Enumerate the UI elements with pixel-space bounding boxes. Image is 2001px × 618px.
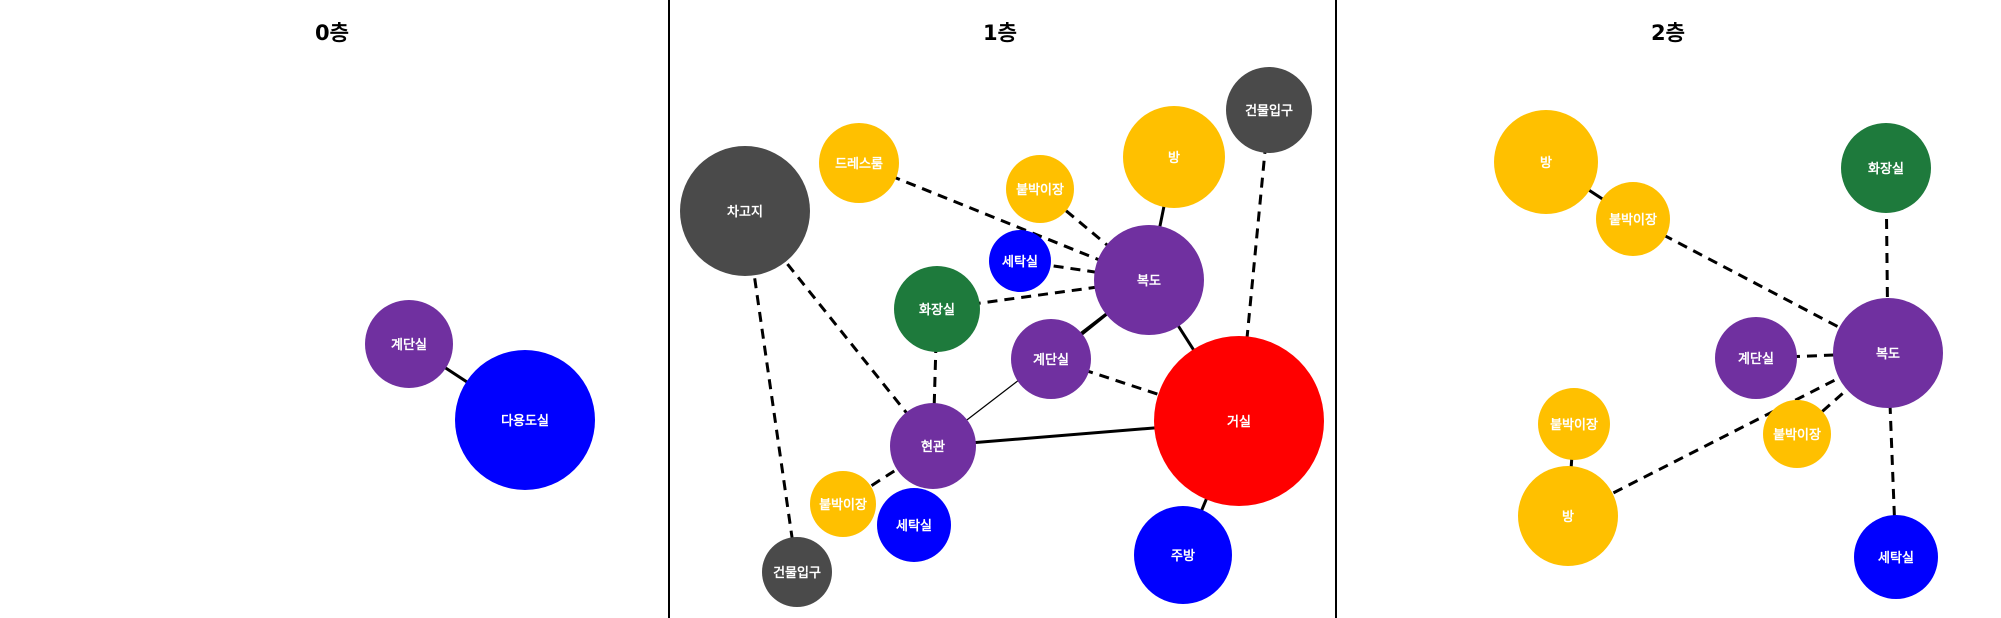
- node-circle-stair: [1715, 317, 1797, 399]
- node-toilet: 화장실: [1841, 123, 1931, 213]
- node-label-dress: 드레스룸: [835, 156, 883, 172]
- node-room: 방: [1123, 106, 1225, 208]
- node-circle-closet-left: [1538, 388, 1610, 460]
- node-room-top: 방: [1494, 110, 1598, 214]
- node-entrance-top: 건물입구: [1226, 67, 1312, 153]
- node-label-foyer: 현관: [921, 439, 945, 455]
- node-circle-laundry-top: [989, 230, 1051, 292]
- node-label-stair: 계단실: [1738, 351, 1774, 367]
- node-circle-dress: [819, 123, 899, 203]
- node-label-entrance-top: 건물입구: [1245, 103, 1293, 119]
- node-circle-stair: [365, 300, 453, 388]
- node-toilet: 화장실: [894, 266, 980, 352]
- node-stair: 계단실: [1715, 317, 1797, 399]
- node-label-multi: 다용도실: [501, 413, 549, 429]
- node-label-hall: 복도: [1137, 274, 1161, 289]
- node-label-living: 거실: [1227, 414, 1251, 430]
- node-hall: 복도: [1094, 225, 1204, 335]
- node-foyer: 현관: [890, 403, 976, 489]
- panel-title-floor-2: 2층: [1651, 21, 1685, 45]
- node-circle-foyer: [890, 403, 976, 489]
- node-closet2: 붙박이장: [810, 471, 876, 537]
- node-laundry-bottom: 세탁실: [877, 488, 951, 562]
- node-closet-mid: 붙박이장: [1763, 400, 1831, 468]
- node-room-bottom: 방: [1518, 466, 1618, 566]
- node-circle-hall: [1833, 298, 1943, 408]
- node-label-hall: 복도: [1876, 347, 1900, 362]
- node-stair: 계단실: [365, 300, 453, 388]
- node-circle-toilet: [894, 266, 980, 352]
- node-label-room-bottom: 방: [1562, 509, 1574, 525]
- node-label-stair: 계단실: [391, 337, 427, 353]
- node-kitchen: 주방: [1134, 506, 1232, 604]
- node-circle-living: [1154, 336, 1324, 506]
- node-circle-closet-mid: [1763, 400, 1831, 468]
- node-label-laundry-bottom: 세탁실: [896, 518, 932, 534]
- node-circle-closet2: [810, 471, 876, 537]
- panel-title-floor-0: 0층: [315, 21, 349, 45]
- node-circle-multi: [455, 350, 595, 490]
- node-circle-closet1: [1006, 155, 1074, 223]
- node-label-room-top: 방: [1540, 155, 1552, 171]
- node-circle-laundry: [1854, 515, 1938, 599]
- node-circle-hall: [1094, 225, 1204, 335]
- node-label-room: 방: [1168, 150, 1180, 166]
- node-closet-left: 붙박이장: [1538, 388, 1610, 460]
- node-label-laundry: 세탁실: [1878, 550, 1914, 566]
- node-circle-garage: [680, 146, 810, 276]
- node-circle-closet-top: [1596, 182, 1670, 256]
- edge-room-bottom-hall: [1567, 351, 1889, 518]
- node-circle-room-bottom: [1518, 466, 1618, 566]
- node-layer-floor-1: 차고지드레스룸붙박이장방건물입구세탁실복도화장실계단실거실현관붙박이장세탁실건물…: [680, 67, 1324, 607]
- node-label-closet-left: 붙박이장: [1550, 417, 1598, 433]
- node-multi: 다용도실: [455, 350, 595, 490]
- node-closet1: 붙박이장: [1006, 155, 1074, 223]
- node-label-stair: 계단실: [1033, 352, 1069, 368]
- node-garage: 차고지: [680, 146, 810, 276]
- node-label-toilet: 화장실: [1868, 161, 1904, 177]
- node-circle-entrance-bottom: [762, 537, 832, 607]
- panel-floor-1: 1층 차고지드레스룸붙박이장방건물입구세탁실복도화장실계단실거실현관붙박이장세탁…: [680, 21, 1324, 607]
- node-hall: 복도: [1833, 298, 1943, 408]
- node-label-closet-mid: 붙박이장: [1773, 427, 1821, 443]
- node-label-toilet: 화장실: [919, 302, 955, 318]
- node-dress: 드레스룸: [819, 123, 899, 203]
- node-label-garage: 차고지: [727, 204, 763, 220]
- node-label-closet1: 붙박이장: [1016, 182, 1064, 198]
- node-label-laundry-top: 세탁실: [1002, 254, 1038, 270]
- node-circle-toilet: [1841, 123, 1931, 213]
- node-circle-room-top: [1494, 110, 1598, 214]
- node-circle-stair: [1011, 319, 1091, 399]
- node-label-kitchen: 주방: [1171, 548, 1195, 564]
- node-laundry: 세탁실: [1854, 515, 1938, 599]
- node-circle-laundry-bottom: [877, 488, 951, 562]
- node-stair: 계단실: [1011, 319, 1091, 399]
- panel-title-floor-1: 1층: [983, 21, 1017, 45]
- node-circle-entrance-top: [1226, 67, 1312, 153]
- node-circle-kitchen: [1134, 506, 1232, 604]
- node-laundry-top: 세탁실: [989, 230, 1051, 292]
- node-circle-room: [1123, 106, 1225, 208]
- node-closet-top: 붙박이장: [1596, 182, 1670, 256]
- node-living: 거실: [1154, 336, 1324, 506]
- node-label-closet2: 붙박이장: [819, 497, 867, 513]
- node-label-closet-top: 붙박이장: [1609, 212, 1657, 228]
- node-label-entrance-bottom: 건물입구: [773, 565, 821, 581]
- node-entrance-bottom: 건물입구: [762, 537, 832, 607]
